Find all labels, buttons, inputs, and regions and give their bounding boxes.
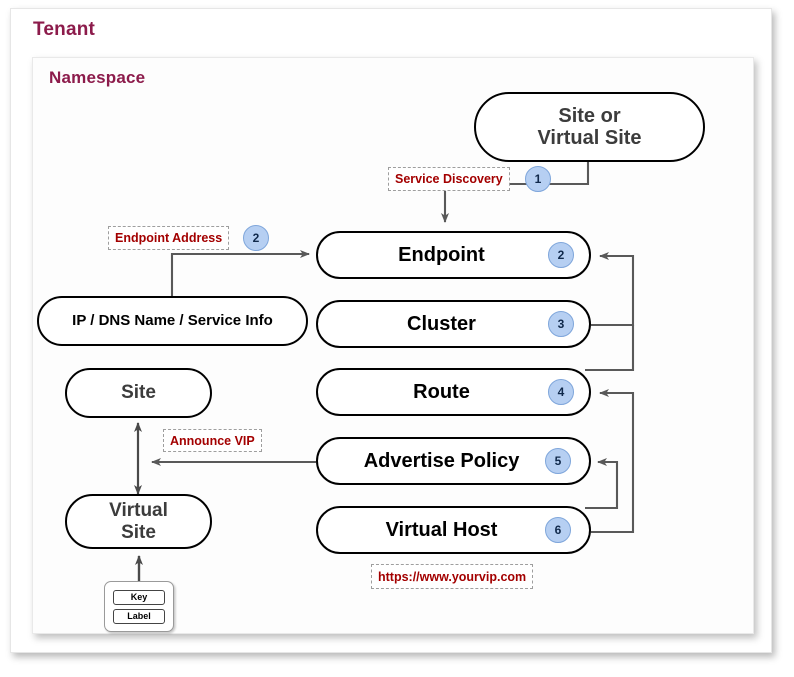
tenant-title: Tenant [33, 19, 96, 40]
legend-key-chip: Key [113, 589, 165, 605]
node-advertise-policy-label: Advertise Policy [363, 449, 520, 472]
node-cluster[interactable]: Cluster [316, 300, 591, 348]
badge-advertise-policy[interactable]: 5 [545, 448, 571, 474]
annotation-vip-url: https://www.yourvip.com [371, 564, 534, 589]
annotation-endpoint-address: Endpoint Address [108, 226, 230, 250]
node-route[interactable]: Route [316, 368, 591, 416]
key-label-legend: Key Label [104, 581, 174, 632]
node-site-or-virtual-site-label: Site or Virtual Site [537, 104, 642, 149]
badge-cluster[interactable]: 3 [548, 311, 574, 337]
namespace-title: Namespace [49, 68, 146, 87]
node-site-or-virtual-site[interactable]: Site or Virtual Site [474, 92, 705, 162]
node-virtual-site-label: Virtual Site [109, 500, 168, 543]
node-ip-dns-service-info[interactable]: IP / DNS Name / Service Info [37, 296, 308, 346]
badge-endpoint[interactable]: 2 [548, 242, 574, 268]
annotation-service-discovery: Service Discovery [388, 167, 510, 191]
node-site[interactable]: Site [65, 368, 212, 418]
annotation-announce-vip: Announce VIP [163, 429, 262, 452]
legend-label-chip: Label [113, 608, 165, 624]
badge-route[interactable]: 4 [548, 379, 574, 405]
node-endpoint[interactable]: Endpoint [316, 231, 591, 279]
node-virtual-site[interactable]: Virtual Site [65, 494, 212, 549]
node-virtual-host-label: Virtual Host [385, 518, 498, 541]
node-route-label: Route [413, 380, 470, 403]
node-site-label: Site [121, 382, 156, 404]
node-ip-dns-service-info-label: IP / DNS Name / Service Info [72, 311, 273, 329]
badge-endpoint-address[interactable]: 2 [243, 225, 269, 251]
node-endpoint-label: Endpoint [398, 243, 485, 266]
badge-service-discovery[interactable]: 1 [525, 166, 551, 192]
node-cluster-label: Cluster [407, 312, 476, 335]
badge-virtual-host[interactable]: 6 [545, 517, 571, 543]
